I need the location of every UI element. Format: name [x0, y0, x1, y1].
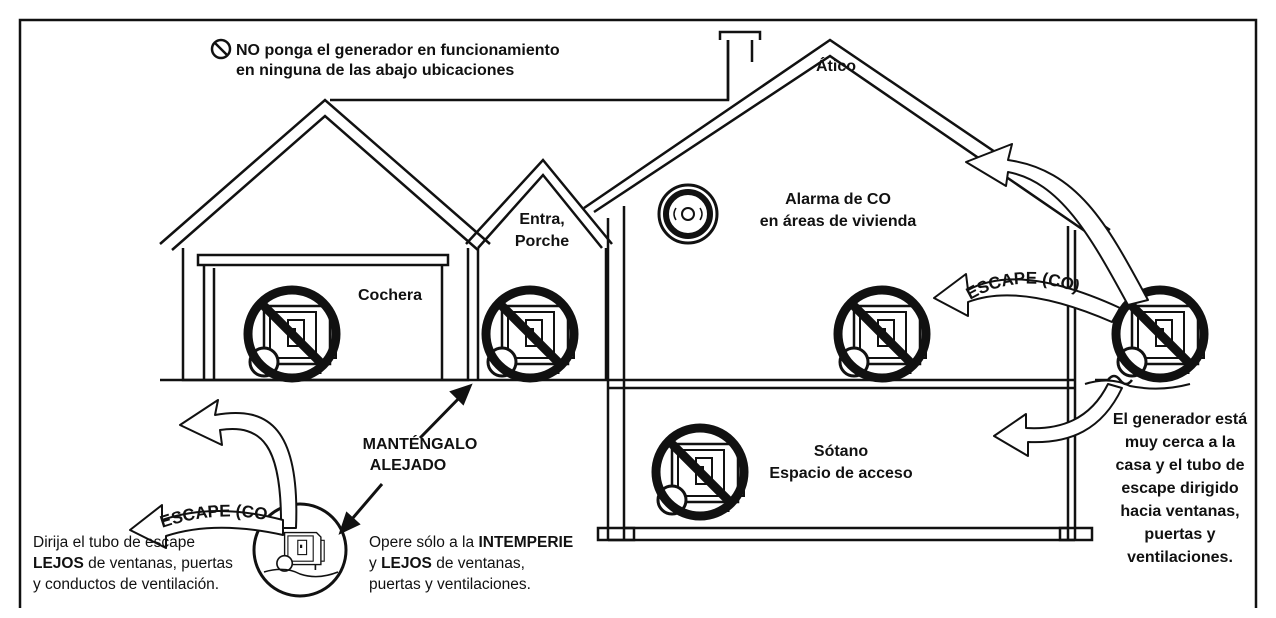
note-operate-outdoors: Opere sólo a la INTEMPERIE y LEJOS de ve…	[369, 534, 573, 593]
exhaust-arrow-icon	[179, 399, 298, 529]
exhaust-arrows-right	[933, 143, 1149, 457]
note-direct-exhaust-line-3: y conductos de ventilación.	[33, 576, 219, 593]
co-alarm-label-1: Alarma de CO	[785, 191, 891, 208]
basement-label-1: Sótano	[814, 443, 868, 460]
attic-label: Ático	[816, 56, 856, 75]
note-operate-outdoors-line-1: Opere sólo a la INTEMPERIE	[369, 534, 573, 551]
warning-line-1: NO ponga el generador en funcionamiento	[236, 42, 560, 59]
co-alarm-label-2: en áreas de vivienda	[760, 213, 917, 230]
prohibited-generator-living	[838, 290, 926, 378]
prohibited-icon	[210, 38, 232, 60]
house	[159, 30, 1133, 542]
note-too-close-line-3: casa y el tubo de	[1116, 457, 1245, 474]
warning-header: NO ponga el generador en funcionamiento …	[210, 38, 560, 79]
note-operate-outdoors-line-3: puertas y ventilaciones.	[369, 576, 531, 593]
note-too-close-line-1: El generador está	[1113, 411, 1247, 428]
note-too-close-line-6: puertas y	[1144, 526, 1215, 543]
note-direct-exhaust-line-2: LEJOS de ventanas, puertas	[33, 555, 233, 572]
note-too-close-line-2: muy cerca a la	[1125, 434, 1235, 451]
keep-away-arrows	[338, 383, 473, 535]
grass	[1084, 379, 1191, 390]
note-too-close: El generador está muy cerca a la casa y …	[1113, 411, 1247, 566]
prohibited-generator-entry	[486, 290, 574, 378]
note-too-close-line-7: ventilaciones.	[1127, 549, 1233, 566]
warning-line-2: en ninguna de las abajo ubicaciones	[236, 62, 514, 79]
keep-away-label-1: MANTÉNGALO	[363, 434, 478, 453]
basement-label-2: Espacio de acceso	[769, 465, 912, 482]
co-alarm-icon	[657, 183, 719, 245]
entry-label-1: Entra,	[519, 211, 564, 228]
prohibited-generator-garage	[248, 290, 336, 378]
keep-away-label-2: ALEJADO	[370, 457, 446, 474]
note-operate-outdoors-line-2: y LEJOS de ventanas,	[369, 555, 525, 572]
note-direct-exhaust-line-1: Dirija el tubo de escape	[33, 534, 195, 551]
note-too-close-line-4: escape dirigido	[1121, 480, 1239, 497]
note-too-close-line-5: hacia ventanas,	[1120, 503, 1239, 520]
garage-label: Cochera	[358, 287, 422, 304]
exhaust-arrow-left	[129, 504, 284, 549]
entry-label-2: Porche	[515, 233, 569, 250]
note-direct-exhaust: Dirija el tubo de escape LEJOS de ventan…	[33, 534, 233, 593]
frame	[18, 18, 1258, 608]
prohibited-generator-basement	[656, 428, 744, 516]
